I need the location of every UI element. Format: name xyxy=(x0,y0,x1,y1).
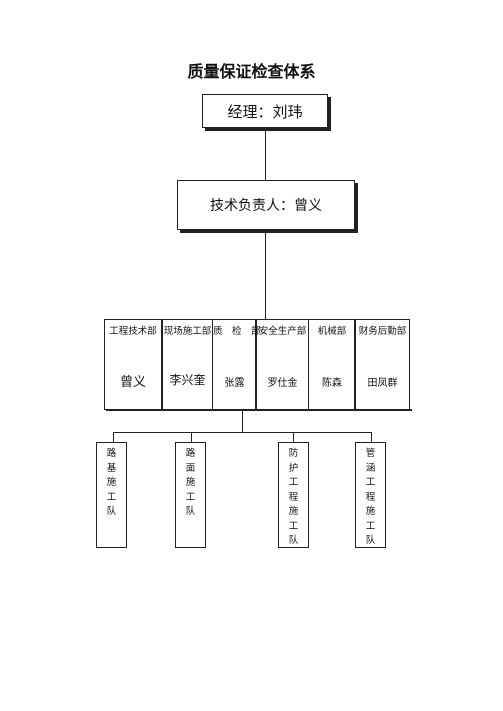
dept-divider xyxy=(308,319,309,410)
team-label-char: 队 xyxy=(288,535,299,546)
dept-divider xyxy=(354,319,356,410)
department-finance-logistics: 财务后勤部 田凤群 xyxy=(355,319,410,410)
team-label-char: 管 xyxy=(365,448,376,459)
team-label-char: 面 xyxy=(185,462,196,474)
team-drop xyxy=(113,432,114,442)
department-name: 机械部 xyxy=(317,326,347,337)
department-name: 现场施工部 xyxy=(163,326,212,337)
manager-box: 经理：刘玮 xyxy=(202,94,328,128)
department-site-construction: 现场施工部 李兴奎 xyxy=(162,319,213,410)
team-label-char: 路 xyxy=(106,448,117,459)
team-label-char: 工 xyxy=(185,491,196,503)
team-label-char: 施 xyxy=(106,477,117,488)
department-safety-production: 安全生产部 罗仕金 xyxy=(256,319,309,410)
team-label-char: 施 xyxy=(365,506,376,517)
team-drop xyxy=(371,432,372,442)
department-person: 李兴奎 xyxy=(169,373,206,387)
team-label-char: 施 xyxy=(185,477,196,488)
team-label-char: 基 xyxy=(106,462,117,474)
teams-bus xyxy=(113,432,372,433)
team-label-char: 护 xyxy=(288,462,299,474)
team-label-char: 工 xyxy=(106,491,117,503)
team-roadbed: 路基施工队 xyxy=(96,442,127,548)
team-protection-works: 防护工程施工队 xyxy=(278,442,309,548)
team-label-char: 防 xyxy=(288,448,299,459)
department-name: 安全生产部 xyxy=(258,326,307,337)
connector-manager-techlead xyxy=(265,131,266,180)
team-label-char: 涵 xyxy=(365,462,376,474)
team-label-char: 路 xyxy=(185,448,196,459)
tech-lead-label: 技术负责人：曾义 xyxy=(210,198,322,214)
department-person: 张露 xyxy=(224,378,245,389)
connector-departments-teams xyxy=(242,411,243,432)
department-person: 田凤群 xyxy=(367,378,398,389)
team-drop xyxy=(293,432,294,442)
dept-divider xyxy=(255,319,257,410)
team-label-char: 队 xyxy=(365,535,376,546)
department-person: 罗仕金 xyxy=(267,378,298,389)
manager-label: 经理：刘玮 xyxy=(227,103,303,121)
team-label-char: 程 xyxy=(365,491,376,503)
department-name: 财务后勤部 xyxy=(358,326,407,337)
department-name: 质 检 部 xyxy=(213,326,261,337)
dept-divider xyxy=(212,319,213,410)
team-label-char: 施 xyxy=(288,506,299,517)
team-label-char: 工 xyxy=(365,520,376,532)
department-quality-inspection: 质 检 部 张露 xyxy=(213,319,261,410)
department-name: 工程技术部 xyxy=(109,326,157,337)
team-label-char: 工 xyxy=(365,477,376,488)
team-culvert-works: 管涵工程施工队 xyxy=(355,442,386,548)
tech-lead-box: 技术负责人：曾义 xyxy=(177,180,355,230)
team-label-char: 队 xyxy=(106,506,117,517)
team-label-char: 工 xyxy=(288,520,299,532)
department-person: 曾义 xyxy=(119,375,146,390)
connector-techlead-departments xyxy=(265,233,266,319)
departments-shadow-bottom xyxy=(106,409,412,411)
department-engineering: 工程技术部 曾义 xyxy=(104,319,162,410)
team-drop xyxy=(191,432,192,442)
dept-divider xyxy=(161,319,163,410)
department-person: 陈森 xyxy=(322,378,342,389)
team-pavement: 路面施工队 xyxy=(175,442,206,548)
team-label-char: 队 xyxy=(185,506,196,517)
team-label-char: 程 xyxy=(288,491,299,503)
diagram-title: 质量保证检查体系 xyxy=(187,62,316,81)
team-label-char: 工 xyxy=(288,477,299,488)
department-machinery: 机械部 陈森 xyxy=(309,319,355,410)
